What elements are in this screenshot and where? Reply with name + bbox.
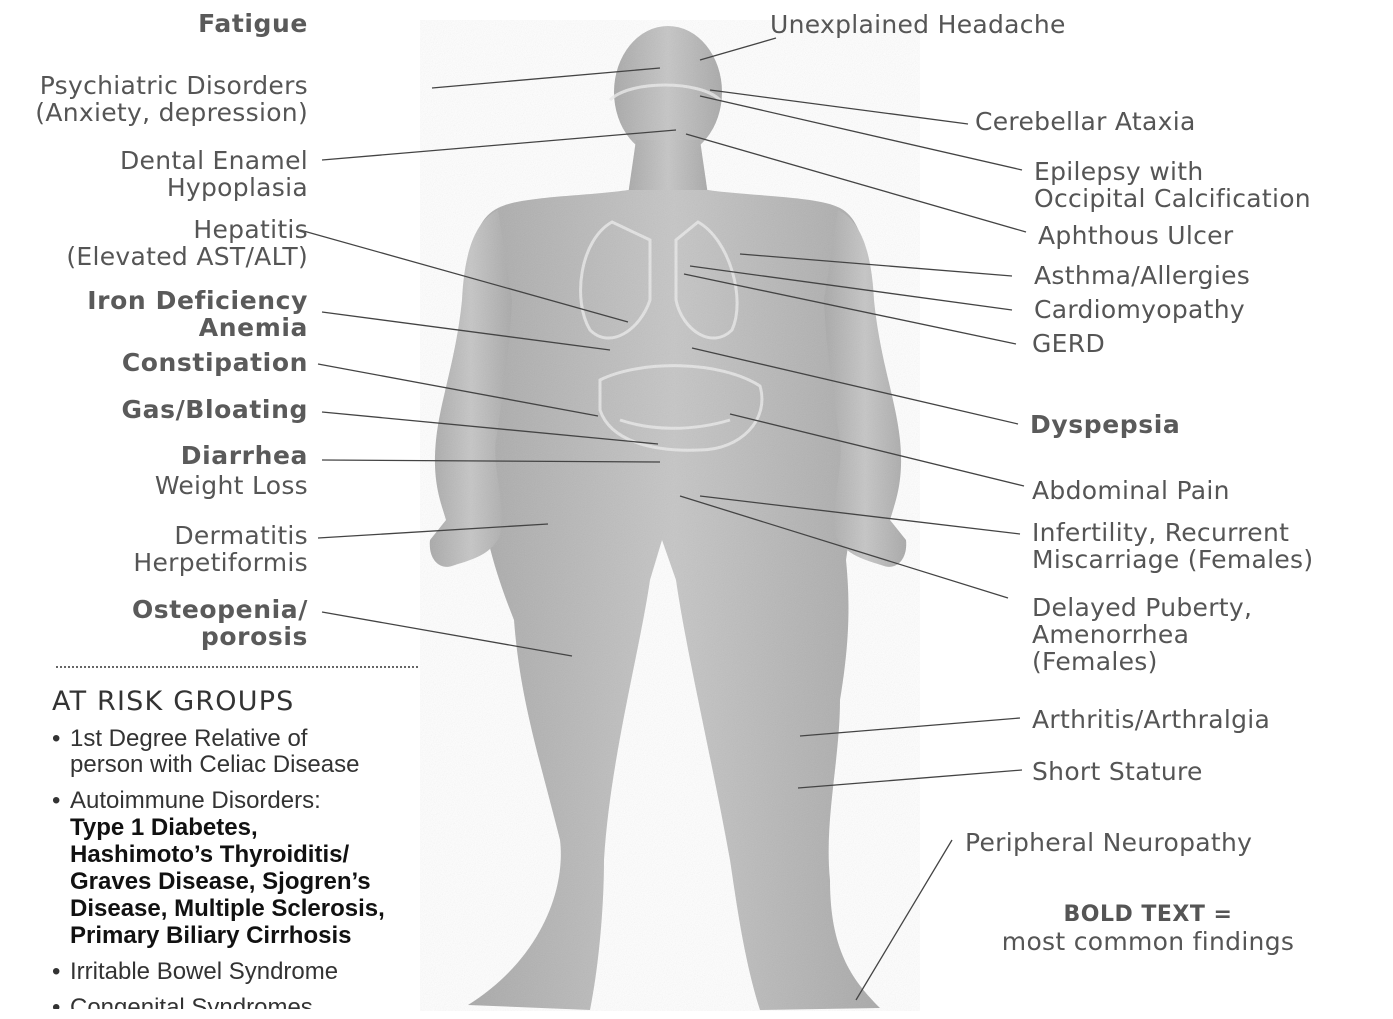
label-cerebellar-ataxia: Cerebellar Ataxia bbox=[975, 108, 1196, 135]
risk-item: Congenital Syndromes bbox=[52, 995, 472, 1009]
label-abdominal-pain: Abdominal Pain bbox=[1032, 477, 1230, 504]
legend: BOLD TEXT = most common findings bbox=[948, 902, 1348, 956]
label-gas-bloating: Gas/Bloating bbox=[122, 396, 309, 423]
label-constipation: Constipation bbox=[122, 349, 308, 376]
human-silhouette bbox=[420, 20, 920, 1011]
section-divider bbox=[56, 666, 418, 668]
risk-item: Irritable Bowel Syndrome bbox=[52, 959, 472, 985]
label-short-stature: Short Stature bbox=[1032, 758, 1203, 785]
label-delayed-puberty-amenorrhea: Delayed Puberty, Amenorrhea (Females) bbox=[1032, 594, 1252, 675]
label-arthritis-arthralgia: Arthritis/Arthralgia bbox=[1032, 706, 1270, 733]
risk-item: 1st Degree Relative of person with Celia… bbox=[52, 726, 472, 778]
label-peripheral-neuropathy: Peripheral Neuropathy bbox=[965, 829, 1252, 856]
risk-item-text: Irritable Bowel Syndrome bbox=[70, 958, 338, 985]
label-aphthous-ulcer: Aphthous Ulcer bbox=[1038, 222, 1233, 249]
label-dyspepsia: Dyspepsia bbox=[1030, 411, 1180, 438]
label-fatigue: Fatigue bbox=[198, 10, 308, 37]
risk-item-text: Autoimmune Disorders: bbox=[70, 787, 321, 814]
label-cardiomyopathy: Cardiomyopathy bbox=[1034, 296, 1245, 323]
risk-groups-title: AT RISK GROUPS bbox=[52, 686, 295, 717]
risk-groups-list: 1st Degree Relative of person with Celia… bbox=[52, 726, 472, 1019]
label-infertility-miscarriage: Infertility, Recurrent Miscarriage (Fema… bbox=[1032, 519, 1313, 573]
label-asthma-allergies: Asthma/Allergies bbox=[1034, 262, 1250, 289]
label-weight-loss: Weight Loss bbox=[155, 472, 308, 499]
label-iron-deficiency-anemia: Iron Deficiency Anemia bbox=[87, 287, 308, 341]
risk-item-text: 1st Degree Relative of person with Celia… bbox=[70, 726, 472, 778]
legend-bold-text: BOLD TEXT = bbox=[948, 902, 1348, 927]
label-diarrhea: Diarrhea bbox=[181, 442, 308, 469]
risk-item: Autoimmune Disorders: Type 1 Diabetes, H… bbox=[52, 788, 472, 949]
label-dental-enamel-hypoplasia: Dental Enamel Hypoplasia bbox=[120, 147, 308, 201]
label-psychiatric-disorders: Psychiatric Disorders (Anxiety, depressi… bbox=[35, 72, 308, 126]
label-dermatitis-herpetiformis: Dermatitis Herpetiformis bbox=[133, 522, 308, 576]
label-epilepsy-occipital-calcification: Epilepsy with Occipital Calcification bbox=[1034, 158, 1311, 212]
label-hepatitis: Hepatitis (Elevated AST/ALT) bbox=[66, 216, 308, 270]
risk-item-sublist: Type 1 Diabetes, Hashimoto’s Thyroiditis… bbox=[70, 814, 472, 949]
label-osteopenia-porosis: Osteopenia/ porosis bbox=[132, 596, 308, 650]
label-gerd: GERD bbox=[1032, 330, 1105, 357]
risk-item-text: Congenital Syndromes bbox=[70, 995, 313, 1009]
legend-description: most common findings bbox=[948, 927, 1348, 956]
label-unexplained-headache: Unexplained Headache bbox=[770, 11, 1066, 38]
